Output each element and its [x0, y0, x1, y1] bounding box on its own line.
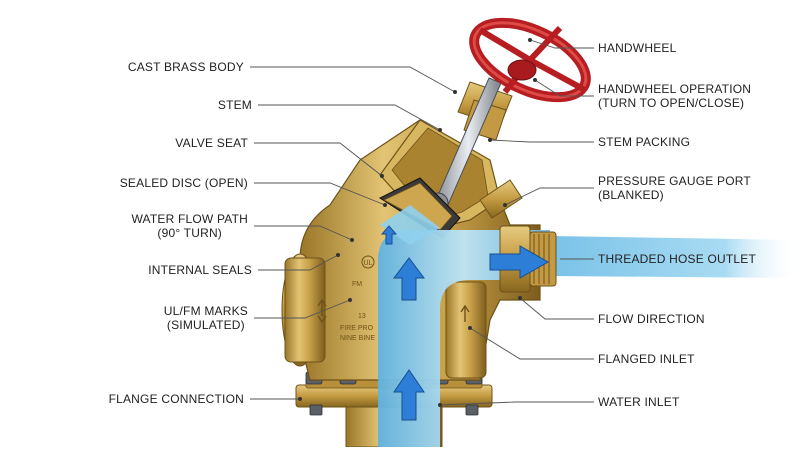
label-stem: STEM — [217, 98, 252, 112]
label-pressure-gauge-port: PRESSURE GAUGE PORT (BLANKED) — [598, 174, 751, 202]
label-water-flow-path: WATER FLOW PATH (90° TURN) — [131, 212, 248, 240]
label-sealed-disc: SEALED DISC (OPEN) — [119, 176, 248, 190]
label-cast-brass-body: CAST BRASS BODY — [127, 60, 244, 74]
label-flanged-inlet: FLANGED INLET — [598, 352, 695, 366]
label-flange-connection: FLANGE CONNECTION — [108, 392, 244, 406]
flow-arrows — [380, 225, 550, 421]
fm-mark: FM — [352, 281, 362, 288]
label-threaded-hose-outlet: THREADED HOSE OUTLET — [598, 252, 757, 266]
leader-lines-right — [438, 38, 594, 407]
marking-number: 13 — [358, 313, 366, 320]
body-markings: UL FM FIRE PRO NINE BINE 13 — [340, 255, 375, 342]
valve-disc — [378, 177, 461, 239]
label-handwheel: HANDWHEEL — [598, 41, 677, 55]
label-handwheel-operation: HANDWHEEL OPERATION (TURN TO OPEN/CLOSE) — [598, 82, 752, 110]
label-internal-seals: INTERNAL SEALS — [148, 263, 252, 277]
label-valve-seat: VALVE SEAT — [175, 136, 248, 150]
ul-mark: UL — [364, 260, 373, 267]
label-water-inlet: WATER INLET — [598, 395, 680, 409]
label-stem-packing: STEM PACKING — [598, 135, 691, 149]
handwheel — [469, 17, 591, 103]
marking-text-2: NINE BINE — [340, 335, 375, 342]
leader-lines-left — [250, 66, 457, 401]
label-ul-fm-marks: UL/FM MARKS (SIMULATED) — [163, 304, 248, 332]
marking-text-1: FIRE PRO — [340, 325, 374, 332]
water-flow — [378, 205, 800, 447]
label-flow-direction: FLOW DIRECTION — [598, 312, 705, 326]
